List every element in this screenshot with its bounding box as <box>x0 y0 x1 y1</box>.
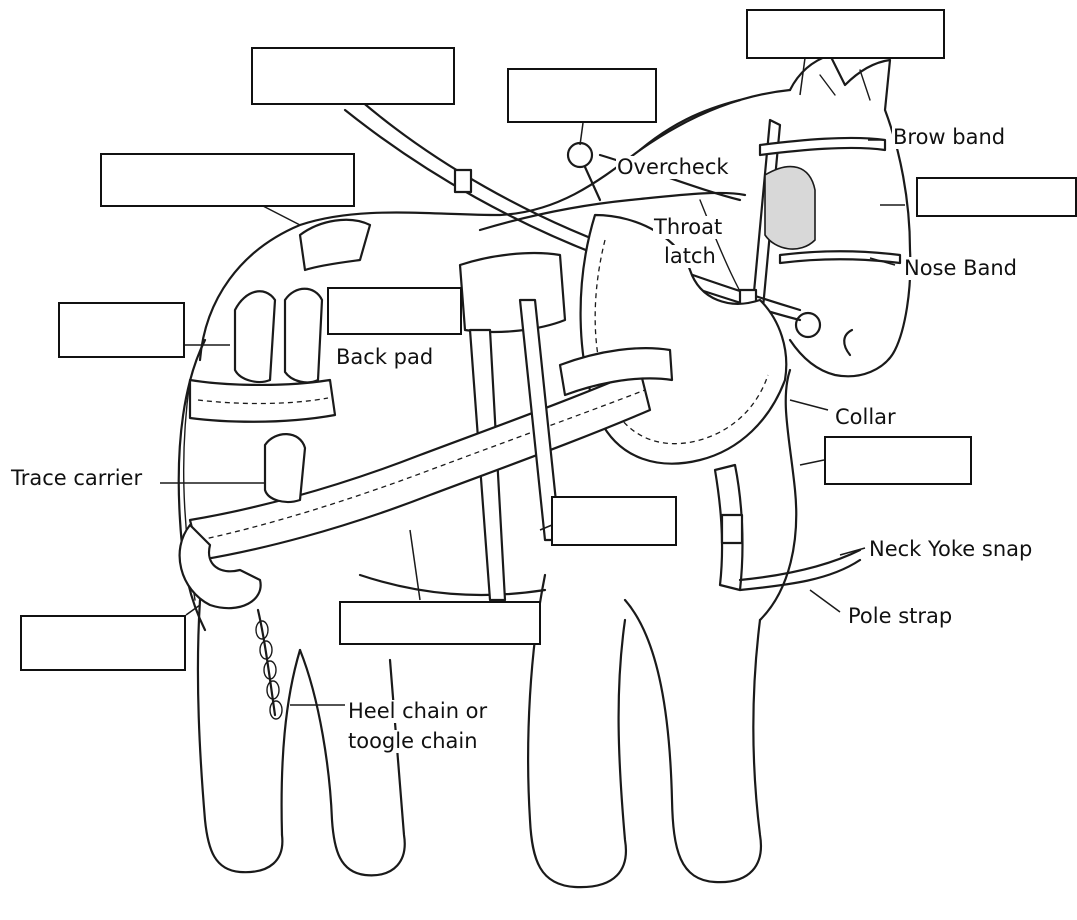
label-nose-band: Nose Band <box>903 257 1018 280</box>
blank-label-box[interactable] <box>339 601 541 645</box>
blank-label-box[interactable] <box>100 153 355 207</box>
label-pole-strap: Pole strap <box>847 605 953 628</box>
blank-label-box[interactable] <box>916 177 1077 217</box>
label-heel-chain-line2: toogle chain <box>347 730 479 753</box>
blank-label-box[interactable] <box>824 436 972 485</box>
blank-label-box[interactable] <box>20 615 186 671</box>
heel-chain <box>256 610 282 719</box>
label-neck-yoke-snap: Neck Yoke snap <box>868 538 1033 561</box>
label-back-pad: Back pad <box>335 346 434 369</box>
blank-label-box[interactable] <box>327 287 462 335</box>
label-brow-band: Brow band <box>892 126 1006 149</box>
label-heel-chain-line1: Heel chain or <box>347 700 488 723</box>
blank-label-box[interactable] <box>58 302 185 358</box>
label-throat-latch-line2: latch <box>663 245 717 268</box>
label-collar: Collar <box>834 406 897 429</box>
overcheck-hook <box>568 143 600 200</box>
blank-label-box[interactable] <box>507 68 657 123</box>
blank-label-box[interactable] <box>251 47 455 105</box>
label-trace-carrier: Trace carrier <box>10 467 143 490</box>
blank-label-box[interactable] <box>746 9 945 59</box>
label-overcheck: Overcheck <box>616 156 730 179</box>
label-throat-latch-line1: Throat <box>653 216 723 239</box>
blank-label-box[interactable] <box>551 496 677 546</box>
